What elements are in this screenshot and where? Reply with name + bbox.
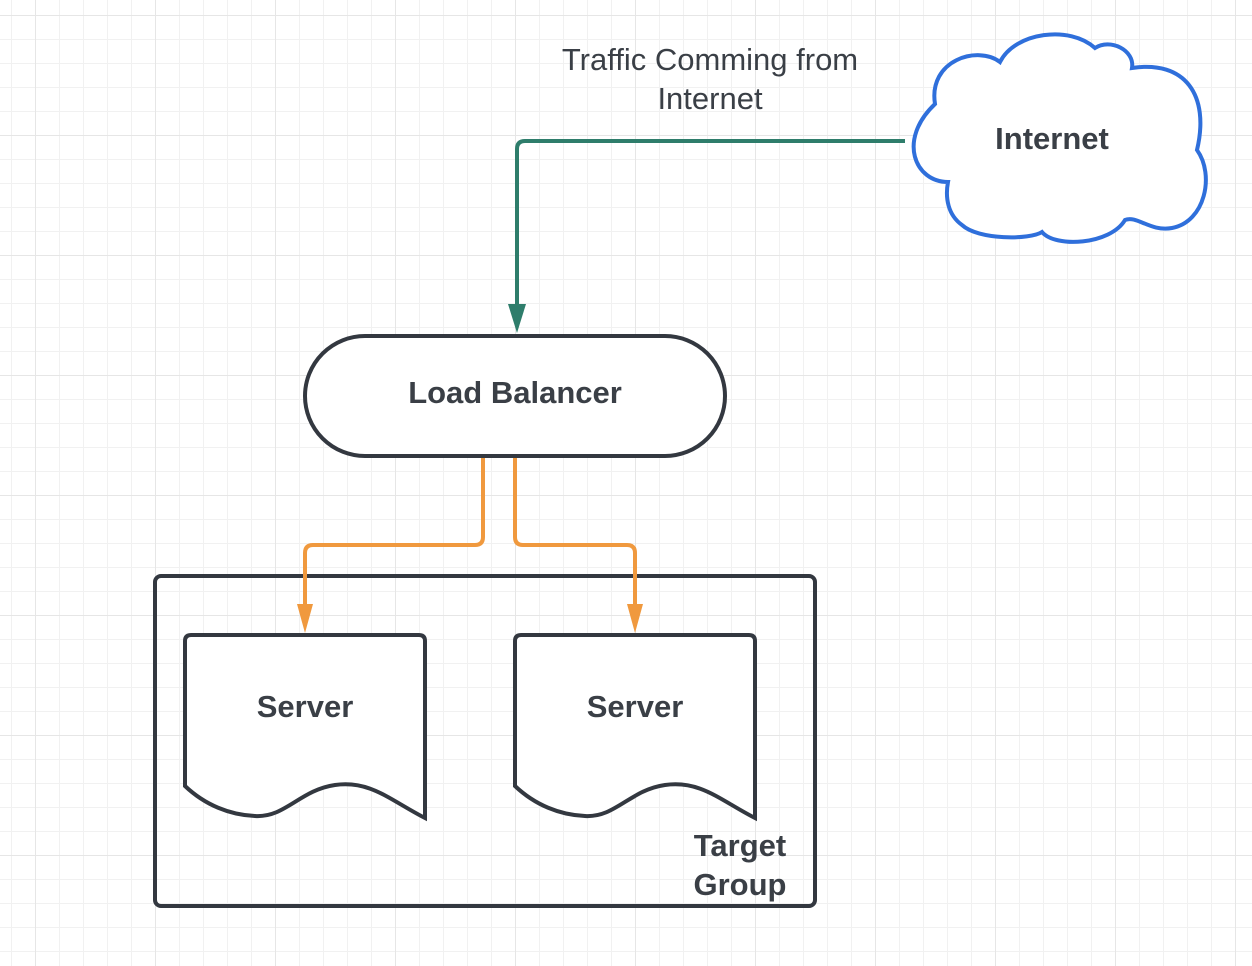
server-left-node[interactable]: Server	[183, 633, 427, 822]
internet-to-lb-connector[interactable]	[508, 139, 905, 333]
traffic-label-line2: Internet	[657, 81, 763, 116]
server-right-node[interactable]: Server	[513, 633, 757, 822]
target-group-label-line1: Target	[694, 828, 786, 863]
lb-to-server-right-connector[interactable]	[513, 458, 643, 633]
target-group-container[interactable]: Target Group	[153, 574, 817, 908]
load-balancer-label: Load Balancer	[408, 375, 622, 410]
internet-cloud-node[interactable]: Internet	[911, 32, 1208, 244]
server-left-label: Server	[257, 689, 354, 724]
traffic-label-line1: Traffic Comming from	[562, 42, 858, 77]
internet-label: Internet	[995, 121, 1109, 156]
load-balancer-node[interactable]: Load Balancer	[303, 334, 727, 458]
target-group-label-line2: Group	[694, 867, 787, 902]
lb-to-server-left-connector[interactable]	[297, 458, 485, 633]
server-right-label: Server	[587, 689, 684, 724]
